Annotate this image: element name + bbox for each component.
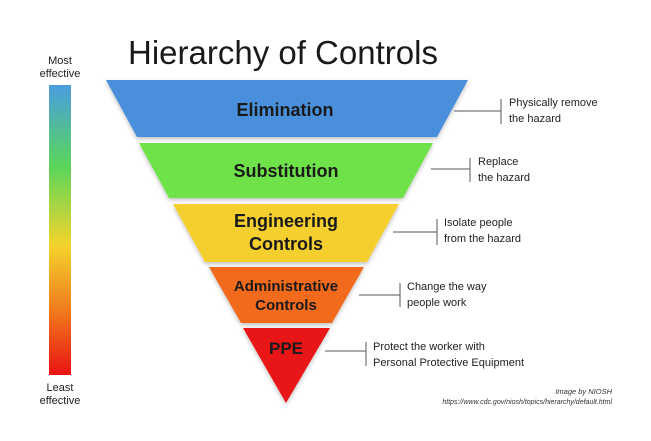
scale-top-label: Most effective [39,55,81,80]
note-administrative: Change the way people work [407,281,487,309]
image-credit: Image by NIOSH [555,387,612,396]
effectiveness-scale-bar [49,85,71,375]
scale-bottom-label: Least effective [39,382,81,407]
connector-ppe [325,342,367,366]
tier-label-elimination: Elimination [236,100,334,120]
image-credit-url: https://www.cdc.gov/niosh/topics/hierarc… [442,399,612,406]
tier-administrative-band [209,267,364,323]
tier-elimination-band [106,80,468,137]
note-substitution: Replace the hazard [478,156,530,184]
tier-substitution-band [139,143,433,198]
note-engineering: Isolate people from the hazard [444,217,522,245]
page-title: Hierarchy of Controls [128,34,438,71]
note-elimination: Physically remove the hazard [509,97,598,125]
tier-label-substitution: Substitution [233,161,339,181]
connector-administrative [359,283,401,307]
connector-substitution [431,158,471,182]
connector-engineering [393,219,438,245]
connector-elimination [454,99,502,124]
tier-label-ppe: PPE [268,339,304,358]
tier-label-administrative: Administrative Controls [233,278,339,314]
tier-ppe-band [243,328,330,403]
note-ppe: Protect the worker with Personal Protect… [373,341,525,369]
tier-engineering-band [173,204,399,262]
tier-label-engineering: Engineering Controls [233,211,338,254]
